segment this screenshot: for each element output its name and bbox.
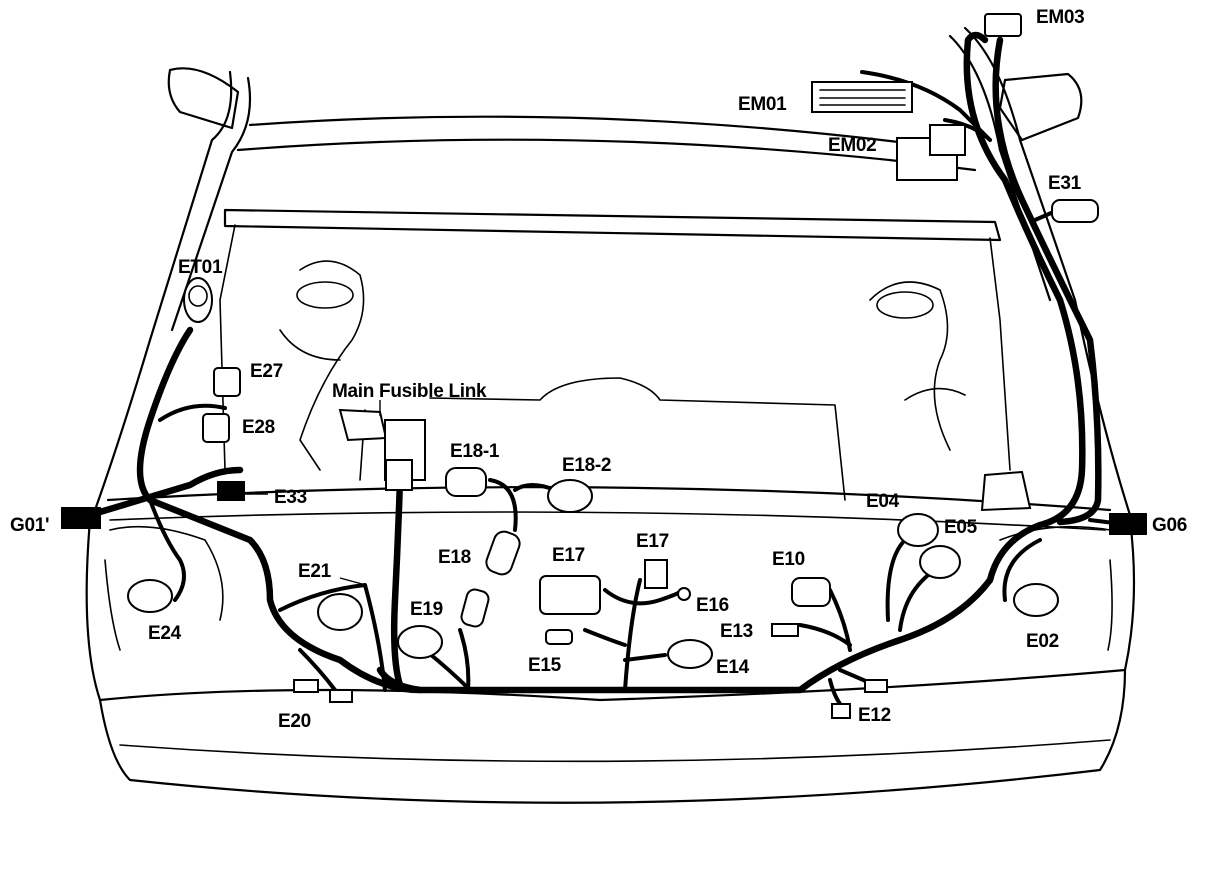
label-e20: E20 — [278, 711, 311, 732]
connector-e20-b — [329, 689, 353, 703]
label-g01: G01' — [10, 515, 50, 536]
connector-et01 — [183, 277, 213, 323]
connector-e12-b — [864, 679, 888, 693]
connectors — [61, 13, 1147, 719]
label-e10: E10 — [772, 549, 805, 570]
connector-e10 — [791, 577, 831, 607]
terminal-e16 — [677, 587, 691, 601]
label-e16: E16 — [696, 595, 729, 616]
label-e27: E27 — [250, 361, 283, 382]
label-e12: E12 — [858, 705, 891, 726]
label-em02: EM02 — [828, 135, 877, 156]
connector-e31 — [1051, 199, 1099, 223]
connector-e28 — [202, 413, 230, 443]
connector-e17-right — [644, 559, 668, 589]
connector-e02 — [1013, 583, 1059, 617]
label-e17-left: E17 — [552, 545, 585, 566]
connector-e24 — [127, 579, 173, 613]
connector-e04 — [897, 513, 939, 547]
connector-e17-left — [539, 575, 601, 615]
label-g06: G06 — [1152, 515, 1188, 536]
label-e28: E28 — [242, 417, 275, 438]
label-e04: E04 — [866, 491, 899, 512]
connector-e19 — [397, 625, 443, 659]
label-e14: E14 — [716, 657, 749, 678]
car-body — [85, 26, 1136, 804]
label-e18-2: E18-2 — [562, 455, 612, 476]
connector-em03 — [984, 13, 1022, 37]
label-e24: E24 — [148, 623, 181, 644]
connector-e18-1 — [445, 467, 487, 497]
ground-g01 — [61, 507, 101, 529]
label-main-fusible-link: Main Fusible Link — [332, 381, 487, 402]
label-e21: E21 — [298, 561, 331, 582]
bracket — [980, 470, 1032, 512]
label-e33: E33 — [274, 487, 307, 508]
wiring-harness — [86, 31, 1132, 712]
connector-e14 — [667, 639, 713, 669]
connector-e05 — [919, 545, 961, 579]
label-e18-1: E18-1 — [450, 441, 500, 462]
label-et01: ET01 — [178, 257, 223, 278]
label-e13: E13 — [720, 621, 753, 642]
label-e02: E02 — [1026, 631, 1059, 652]
label-e31: E31 — [1048, 173, 1081, 194]
connector-e20-a — [293, 679, 319, 693]
connector-e33 — [217, 481, 245, 501]
connector-e12-a — [831, 703, 851, 719]
label-em01: EM01 — [738, 94, 787, 115]
connector-e27 — [213, 367, 241, 397]
connector-em01 — [811, 81, 913, 113]
leader-lines — [244, 400, 381, 585]
connector-e18-2 — [547, 479, 593, 513]
connector-e21 — [317, 593, 363, 631]
label-e18: E18 — [438, 547, 471, 568]
ground-g06 — [1109, 513, 1147, 535]
connector-e15 — [545, 629, 573, 645]
label-e19: E19 — [410, 599, 443, 620]
label-e15: E15 — [528, 655, 561, 676]
label-em03: EM03 — [1036, 7, 1085, 28]
connector-e18 — [485, 530, 521, 576]
label-e05: E05 — [944, 517, 977, 538]
label-e17-right: E17 — [636, 531, 669, 552]
connector-e13 — [771, 623, 799, 637]
fusible-link-cover — [338, 408, 388, 442]
